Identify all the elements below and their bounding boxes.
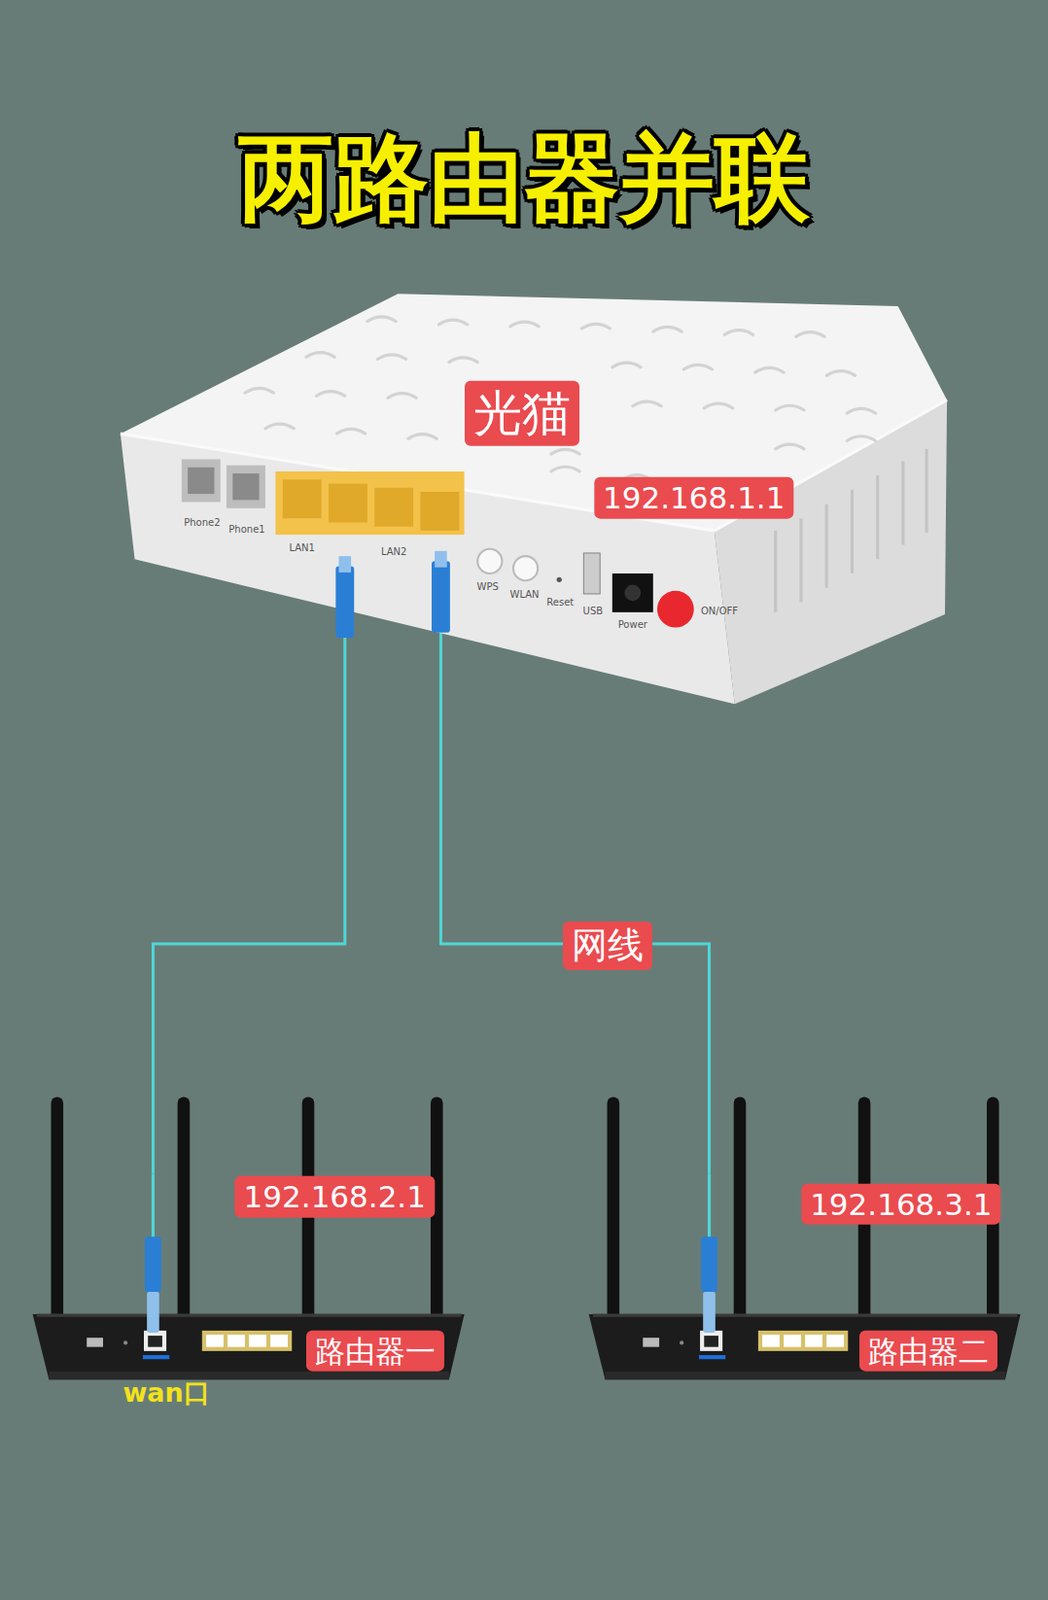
router-node: 192.168.3.1 路由器二 bbox=[587, 1173, 1026, 1388]
router-node: 192.168.2.1 路由器一 bbox=[30, 1173, 480, 1388]
ip-badge: 192.168.2.1 bbox=[235, 1176, 435, 1219]
port-name: USB bbox=[583, 604, 604, 616]
modem-node: 光猫 192.168.1.1 bbox=[120, 290, 949, 613]
diagram-title: 两路由器并联 bbox=[0, 126, 1048, 232]
network-cable bbox=[152, 612, 345, 1174]
edge-label: 网线 bbox=[562, 921, 653, 971]
device-name-badge: 路由器一 bbox=[306, 1329, 445, 1372]
port-name: LAN1 bbox=[288, 541, 315, 553]
button-name: ON/OFF bbox=[700, 604, 738, 616]
port-name: Phone2 bbox=[183, 517, 220, 528]
button-name: Reset bbox=[546, 596, 574, 608]
button-name: WPS bbox=[477, 580, 499, 592]
port-name: wan口 bbox=[122, 1378, 210, 1408]
ip-badge: 192.168.1.1 bbox=[593, 477, 794, 520]
device-name-badge: 路由器二 bbox=[859, 1329, 998, 1372]
port-name: Phone1 bbox=[228, 523, 265, 534]
port-name: LAN2 bbox=[381, 545, 407, 557]
ip-badge: 192.168.3.1 bbox=[801, 1183, 1001, 1225]
device-name-badge: 光猫 bbox=[464, 381, 580, 447]
port-name: Power bbox=[618, 619, 648, 630]
button-name: WLAN bbox=[510, 588, 540, 599]
network-cable bbox=[440, 612, 709, 1174]
